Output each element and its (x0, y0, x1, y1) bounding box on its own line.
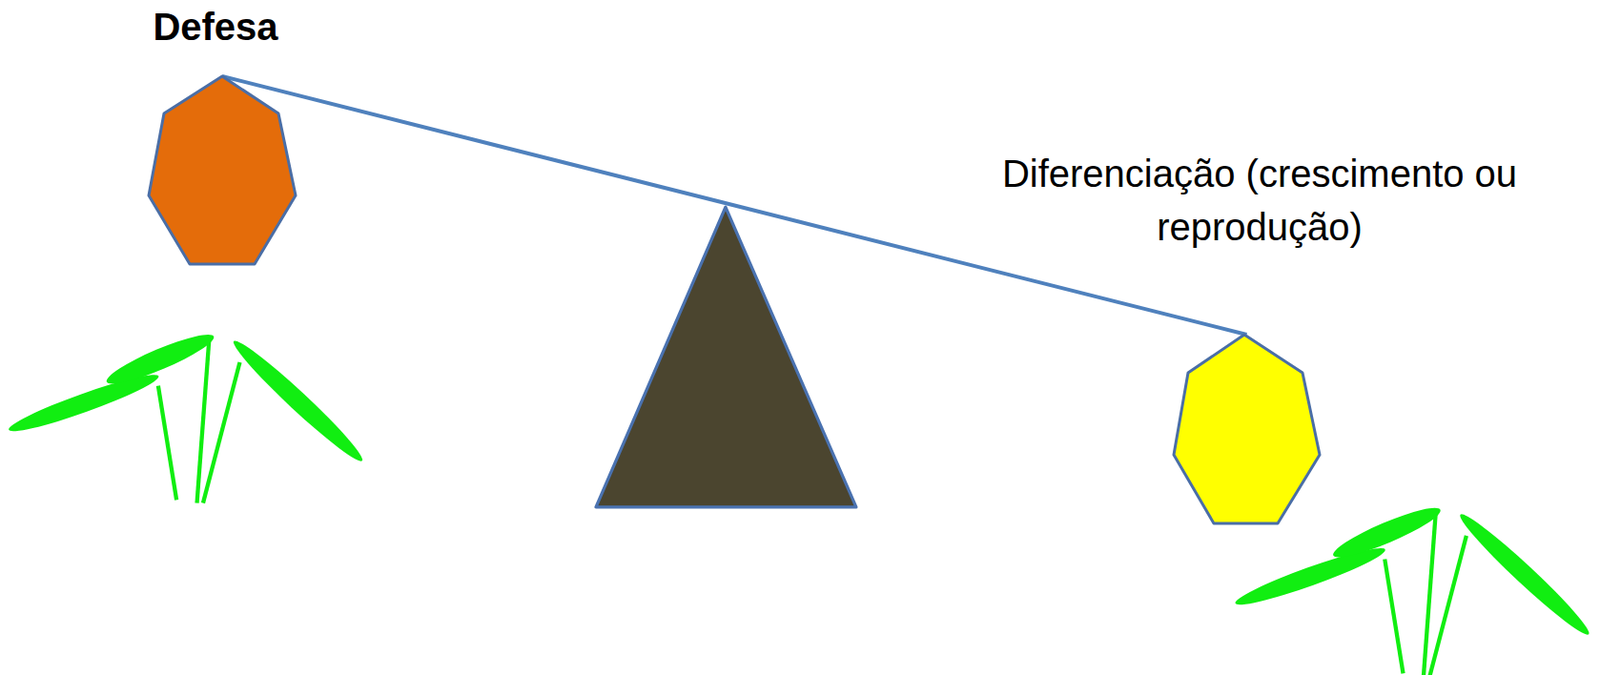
differentiation-heptagon (1173, 334, 1320, 524)
plant-leaf (1329, 500, 1445, 565)
seesaw-beam (222, 76, 1248, 335)
illustration-group (5, 206, 1596, 675)
plant-stem (203, 362, 241, 504)
node-shape: Diferenciação (crescimento ou reprodução… (1173, 334, 1320, 524)
plant-left (5, 327, 369, 504)
plant-leaf (227, 334, 370, 469)
plant-stem (197, 338, 210, 503)
plant-stem (1429, 535, 1467, 675)
plant-right (1231, 500, 1595, 675)
node-shape: Defesa (148, 76, 296, 265)
defense-heptagon (148, 76, 296, 265)
plant-stem (1384, 558, 1403, 674)
node-outline (148, 76, 296, 265)
node-label: Diferenciação (crescimento ou reprodução… (964, 146, 1556, 254)
node-label-box: Defesa (101, 3, 330, 50)
node-label: Defesa (152, 3, 278, 50)
plant-stem (158, 386, 177, 501)
plant-stem (1423, 512, 1436, 675)
node-outline (1173, 334, 1320, 524)
plant-leaf (1454, 508, 1596, 642)
fulcrum-triangle (595, 206, 857, 508)
plant-leaf (102, 327, 219, 391)
node-label-box: Diferenciação (crescimento ou reprodução… (964, 146, 1556, 254)
